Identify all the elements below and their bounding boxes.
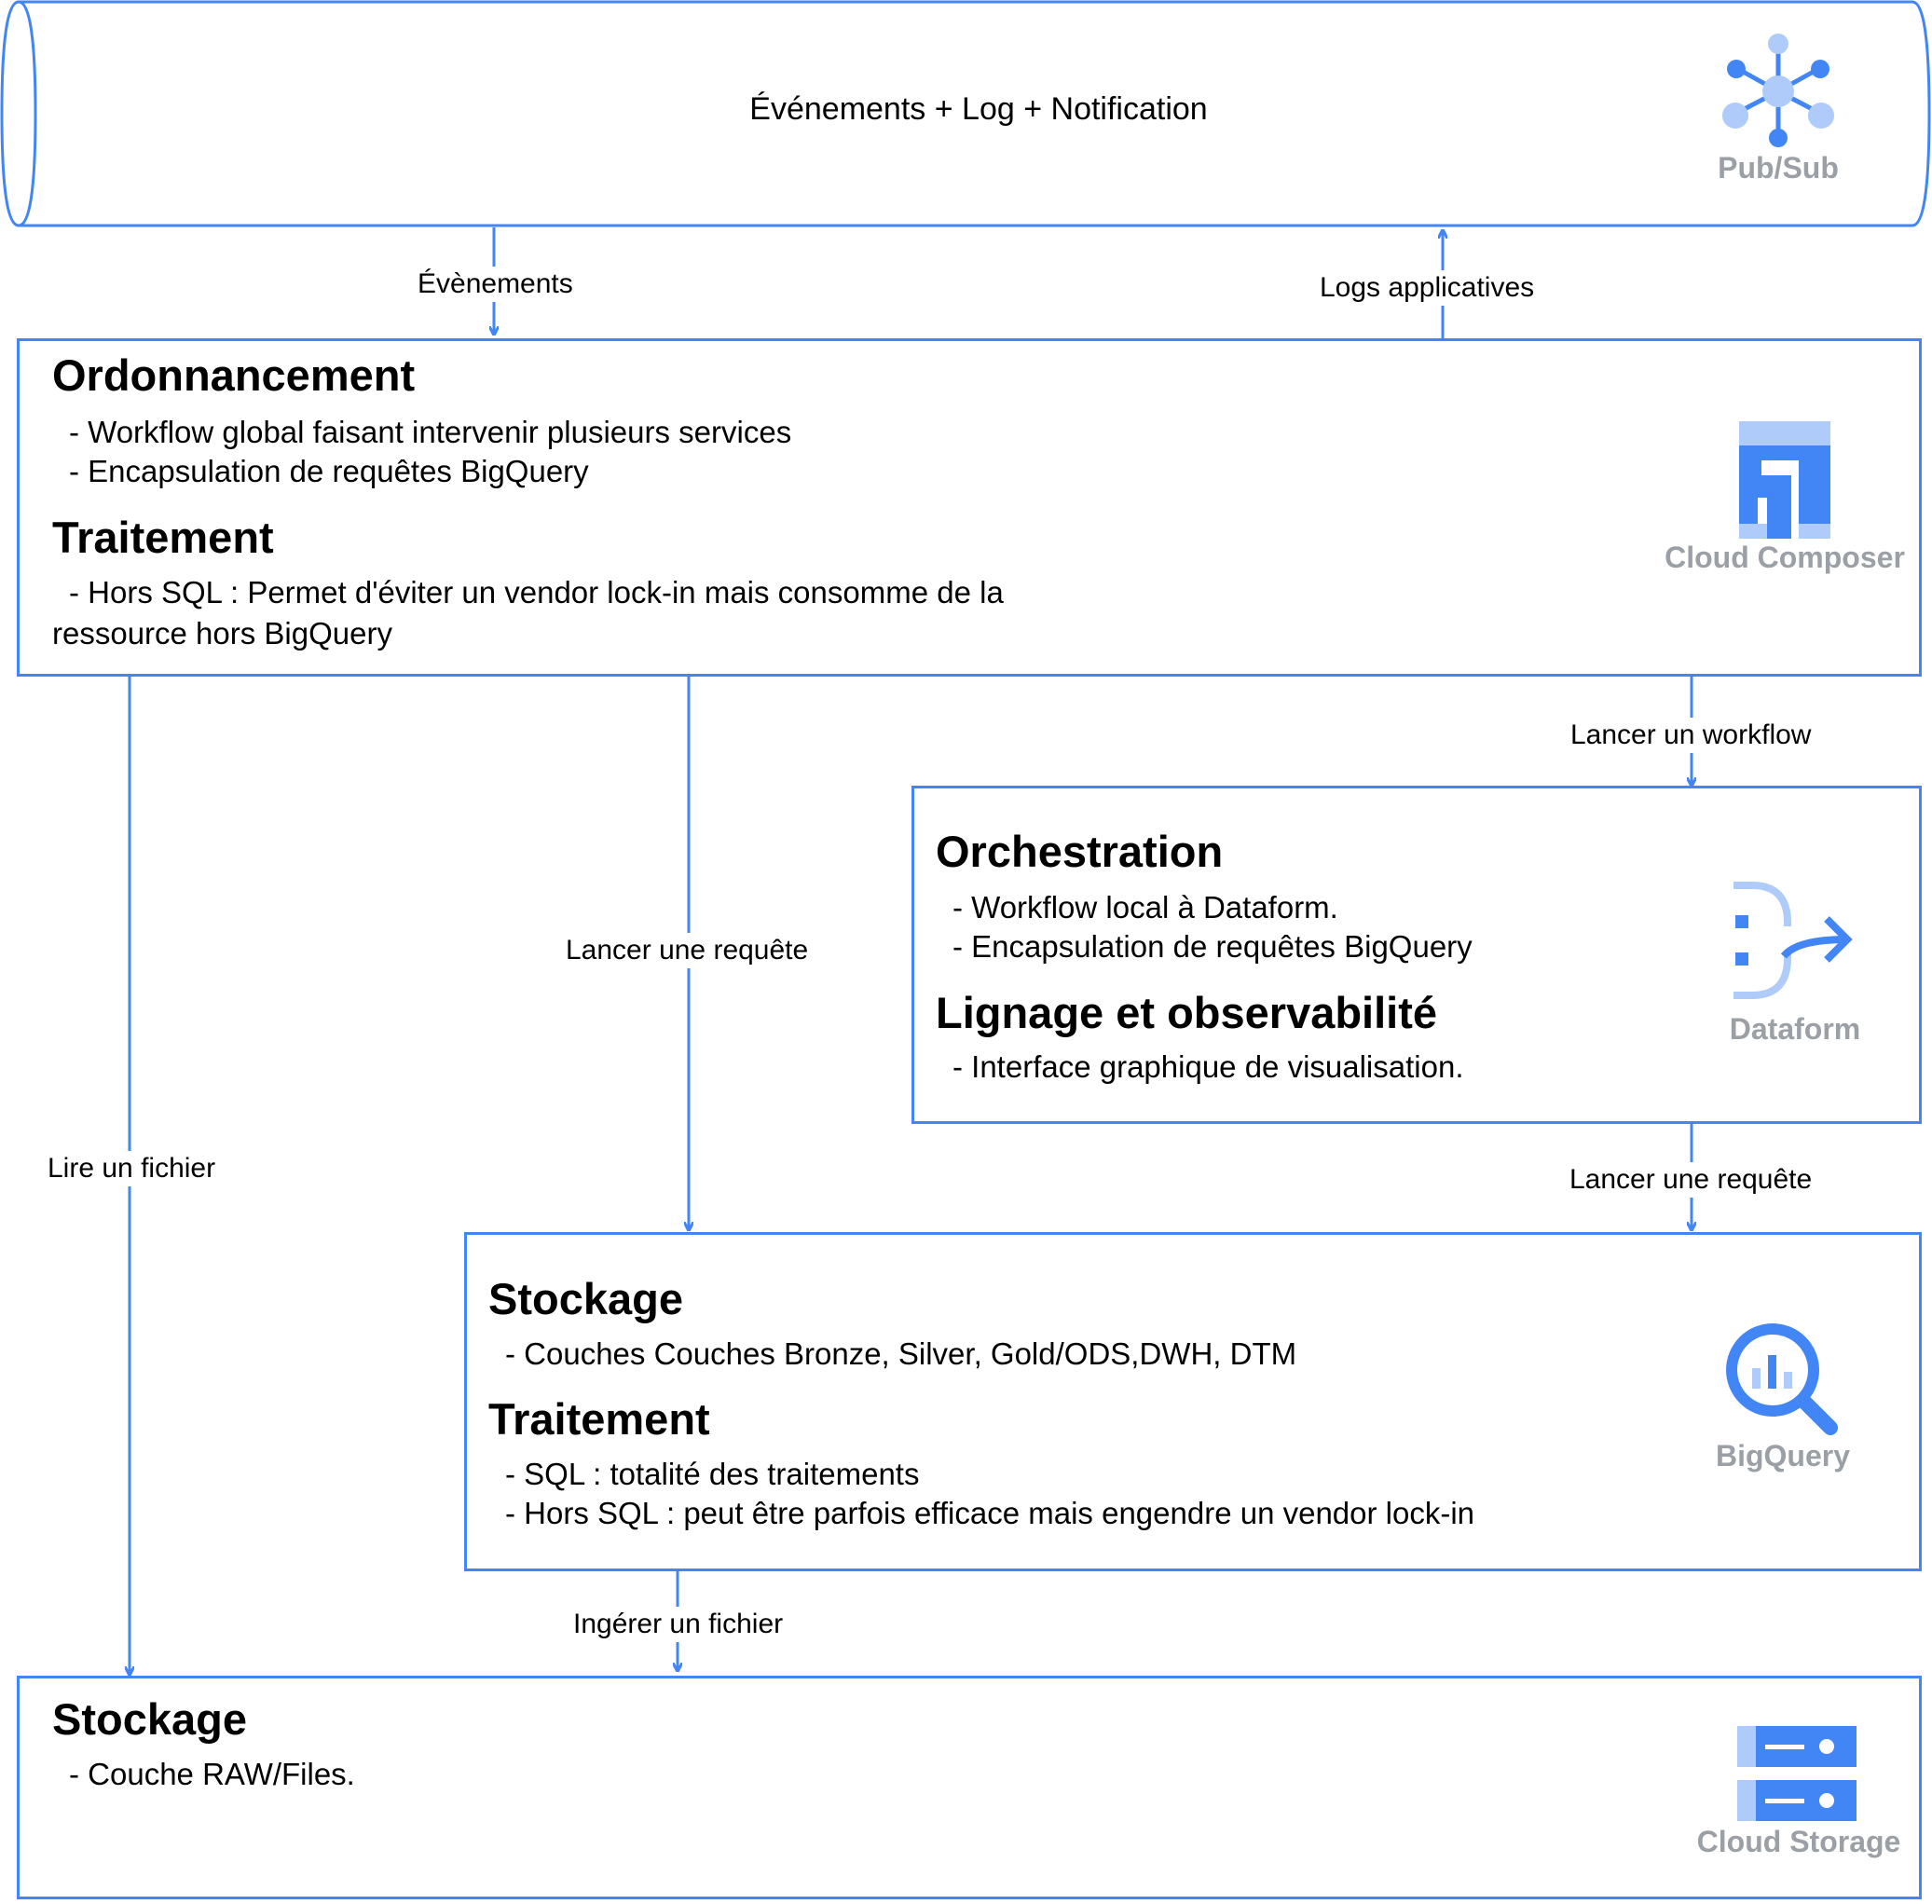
storage-heading-storage: Stockage: [52, 1694, 247, 1744]
bigquery-service-label: BigQuery: [1715, 1439, 1851, 1473]
bigquery-item: - SQL : totalité des traitements: [505, 1457, 920, 1491]
edge-label-app-logs: Logs applicatives: [1318, 270, 1537, 306]
pubsub-title: Événements + Log + Notification: [749, 91, 1208, 127]
dataform-item: - Interface graphique de visualisation.: [952, 1049, 1464, 1084]
dataform-service-label: Dataform: [1729, 1012, 1861, 1046]
composer-heading-scheduling: Ordonnancement: [52, 350, 416, 400]
composer-heading-processing: Traitement: [52, 513, 274, 562]
edge-label-read-file: Lire un fichier: [46, 1151, 218, 1186]
dataform-heading-orchestration: Orchestration: [936, 827, 1224, 876]
dataform-icon: [1733, 882, 1853, 999]
composer-item: - Encapsulation de requêtes BigQuery: [69, 454, 589, 488]
edge-label-launch-query-composer: Lancer une requête: [564, 933, 811, 968]
bigquery-box: [464, 1232, 1922, 1571]
cloud-storage-service-label: Cloud Storage: [1696, 1825, 1901, 1858]
pubsub-cylinder: [0, 0, 1931, 227]
composer-item-continued: ressource hors BigQuery: [52, 616, 392, 651]
storage-item: - Couche RAW/Files.: [69, 1757, 355, 1791]
edge-label-launch-query-dataform: Lancer une requête: [1568, 1162, 1815, 1198]
bigquery-icon: [1726, 1323, 1838, 1435]
edge-label-ingest-file: Ingérer un fichier: [571, 1607, 786, 1642]
bigquery-heading-storage: Stockage: [488, 1274, 683, 1323]
composer-item: - Hors SQL : Permet d'éviter un vendor l…: [69, 575, 1004, 610]
edge-label-launch-workflow: Lancer un workflow: [1569, 718, 1814, 753]
cloud-storage-icon: [1737, 1726, 1857, 1821]
pubsub-service-label: Pub/Sub: [1718, 151, 1839, 185]
edge-label-events: Évènements: [416, 267, 575, 302]
bigquery-item: - Couches Couches Bronze, Silver, Gold/O…: [505, 1336, 1297, 1371]
bigquery-item: - Hors SQL : peut être parfois efficace …: [505, 1496, 1475, 1530]
cloud-composer-icon: [1739, 421, 1830, 539]
composer-item: - Workflow global faisant intervenir plu…: [69, 415, 792, 449]
dataform-item: - Workflow local à Dataform.: [952, 890, 1338, 925]
dataform-item: - Encapsulation de requêtes BigQuery: [952, 929, 1473, 964]
dataform-heading-lineage: Lignage et observabilité: [936, 988, 1438, 1037]
cloud-storage-box: [17, 1676, 1922, 1899]
cloud-composer-box: [17, 338, 1922, 677]
bigquery-heading-processing: Traitement: [488, 1394, 710, 1444]
dataform-box: [911, 786, 1922, 1124]
pubsub-icon: [1722, 34, 1834, 147]
cloud-composer-service-label: Cloud Composer: [1665, 541, 1905, 574]
